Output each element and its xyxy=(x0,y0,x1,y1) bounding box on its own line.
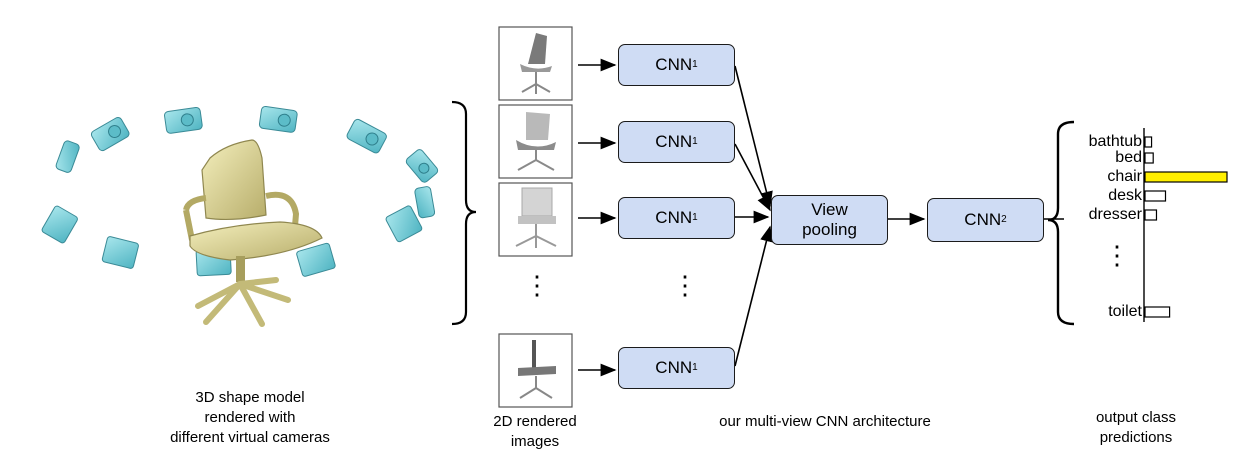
prediction-bars xyxy=(1144,136,1228,318)
class-label-bed: bed xyxy=(1115,149,1142,166)
camera-icon xyxy=(346,118,387,154)
cnn1-subscript: 1 xyxy=(692,212,698,223)
camera-icon xyxy=(90,116,130,152)
bar-desk xyxy=(1144,190,1167,202)
class-label-dresser: dresser xyxy=(1088,206,1142,223)
camera-icon xyxy=(164,107,203,134)
chair-3d-model xyxy=(183,139,323,327)
brace-right-group xyxy=(1047,120,1075,326)
view-pooling-line1: View xyxy=(811,200,848,219)
virtual-cameras xyxy=(41,106,439,277)
camera-icon xyxy=(296,242,336,277)
bar-dresser xyxy=(1144,209,1158,221)
arch-caption: our multi-view CNN architecture xyxy=(719,413,931,430)
bar-bed xyxy=(1144,152,1154,164)
class-label-desk: desk xyxy=(1108,187,1142,204)
cnn2-subscript: 2 xyxy=(1001,214,1007,225)
rendered-view xyxy=(498,26,573,101)
bar-chair xyxy=(1144,171,1228,183)
output-caption-line: predictions xyxy=(1099,429,1173,446)
class-label-chair: chair xyxy=(1107,168,1142,185)
classes-ellipsis: ⋮ xyxy=(1104,240,1130,270)
cnn1-label: CNN xyxy=(655,132,693,151)
rendered-view xyxy=(498,333,573,408)
left-caption-line: rendered with xyxy=(204,409,296,426)
left-caption-line: different virtual cameras xyxy=(170,429,330,446)
cnn1-label: CNN xyxy=(655,55,693,74)
cnn1-subscript: 1 xyxy=(692,362,698,373)
rendered-view xyxy=(498,182,573,257)
camera-icon xyxy=(101,236,139,269)
camera-icon xyxy=(41,205,78,244)
bar-toilet xyxy=(1144,306,1171,318)
cnn1-label: CNN xyxy=(655,358,693,377)
cnn1-label: CNN xyxy=(655,208,693,227)
views-ellipsis: ⋮ xyxy=(524,270,550,300)
camera-icon xyxy=(405,149,439,183)
arrows-to-cnn xyxy=(578,58,1064,377)
cnn-ellipsis: ⋮ xyxy=(672,270,698,300)
views-caption: 2D rendered images xyxy=(470,412,600,452)
view-pooling-box: View pooling xyxy=(771,195,888,245)
bar-bathtub xyxy=(1144,136,1153,148)
camera-icon xyxy=(385,205,423,243)
left-caption-line: 3D shape model xyxy=(195,389,305,406)
camera-icon xyxy=(55,140,80,173)
camera-icon xyxy=(414,186,436,219)
output-caption-line: output class xyxy=(1095,409,1177,426)
views-caption-line: 2D rendered xyxy=(493,413,577,430)
class-label-bathtub: bathtub xyxy=(1088,133,1142,150)
brace-left-group xyxy=(451,100,477,326)
class-label-toilet: toilet xyxy=(1108,303,1142,320)
output-caption: output class predictions xyxy=(1066,408,1206,448)
rendered-view xyxy=(498,104,573,179)
view-pooling-line2: pooling xyxy=(802,220,857,239)
left-caption: 3D shape model rendered with different v… xyxy=(130,388,370,448)
views-caption-line: images xyxy=(510,433,560,450)
cnn1-subscript: 1 xyxy=(692,136,698,147)
camera-icon xyxy=(258,106,298,133)
rendered-views xyxy=(498,26,573,408)
cnn1-subscript: 1 xyxy=(692,59,698,70)
cnn2-label: CNN xyxy=(964,210,1002,229)
